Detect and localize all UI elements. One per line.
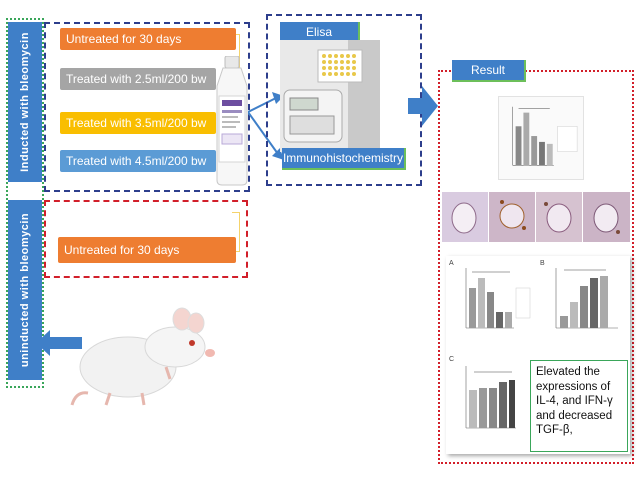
result-chart-b [555, 268, 618, 329]
treatment-label: Treated with 2.5ml/200 bw [66, 72, 207, 86]
arrow-left-icon [36, 330, 82, 356]
result-caption-text: Elevated the expressions of IL-4, and IF… [536, 366, 613, 436]
ihc-label: Immunohistochemistry [282, 151, 404, 165]
result-chart-a [465, 268, 531, 329]
treatment-label: Treated with 4.5ml/200 bw [66, 154, 207, 168]
induced-group-label: Inducted with bleomycin [8, 22, 42, 182]
treatment-pill-4-5ml: Treated with 4.5ml/200 bw [60, 150, 216, 172]
treatment-label: Treated with 3.5ml/200 bw [66, 116, 207, 130]
result-chart-c [465, 366, 516, 429]
histology-image [442, 192, 630, 242]
panel-label-a: A [449, 260, 454, 267]
group-band [6, 18, 44, 388]
uninduced-group-label: uninducted with bleomycin [8, 200, 42, 380]
result-chart-top [498, 96, 584, 180]
rat-image [70, 307, 215, 406]
panel-label-b: B [540, 260, 545, 267]
result-tag: Result [452, 60, 526, 82]
arrow-right-icon [408, 86, 438, 126]
result-box [438, 70, 634, 464]
result-title: Result [470, 63, 505, 77]
treatment-label: Untreated for 30 days [66, 32, 182, 46]
ihc-tag: Immunohistochemistry [282, 148, 406, 170]
control-pill-untreated: Untreated for 30 days [58, 237, 236, 263]
uninduced-group-text: uninducted with bleomycin [19, 212, 31, 368]
bottle-icon [216, 56, 248, 186]
control-label: Untreated for 30 days [64, 243, 180, 257]
elisa-reader-image [280, 40, 380, 152]
induced-group-box [44, 22, 250, 192]
panel-label-c: C [449, 356, 455, 363]
control-bracket [232, 212, 240, 252]
result-caption: Elevated the expressions of IL-4, and IF… [530, 360, 628, 452]
treatment-pill-2-5ml: Treated with 2.5ml/200 bw [60, 68, 216, 90]
treatment-pill-3-5ml: Treated with 3.5ml/200 bw [60, 112, 216, 134]
treatment-pill-untreated: Untreated for 30 days [60, 28, 236, 50]
uninduced-group-box [44, 200, 248, 278]
elisa-label: Elisa [305, 25, 332, 39]
induced-group-text: Inducted with bleomycin [19, 32, 31, 172]
